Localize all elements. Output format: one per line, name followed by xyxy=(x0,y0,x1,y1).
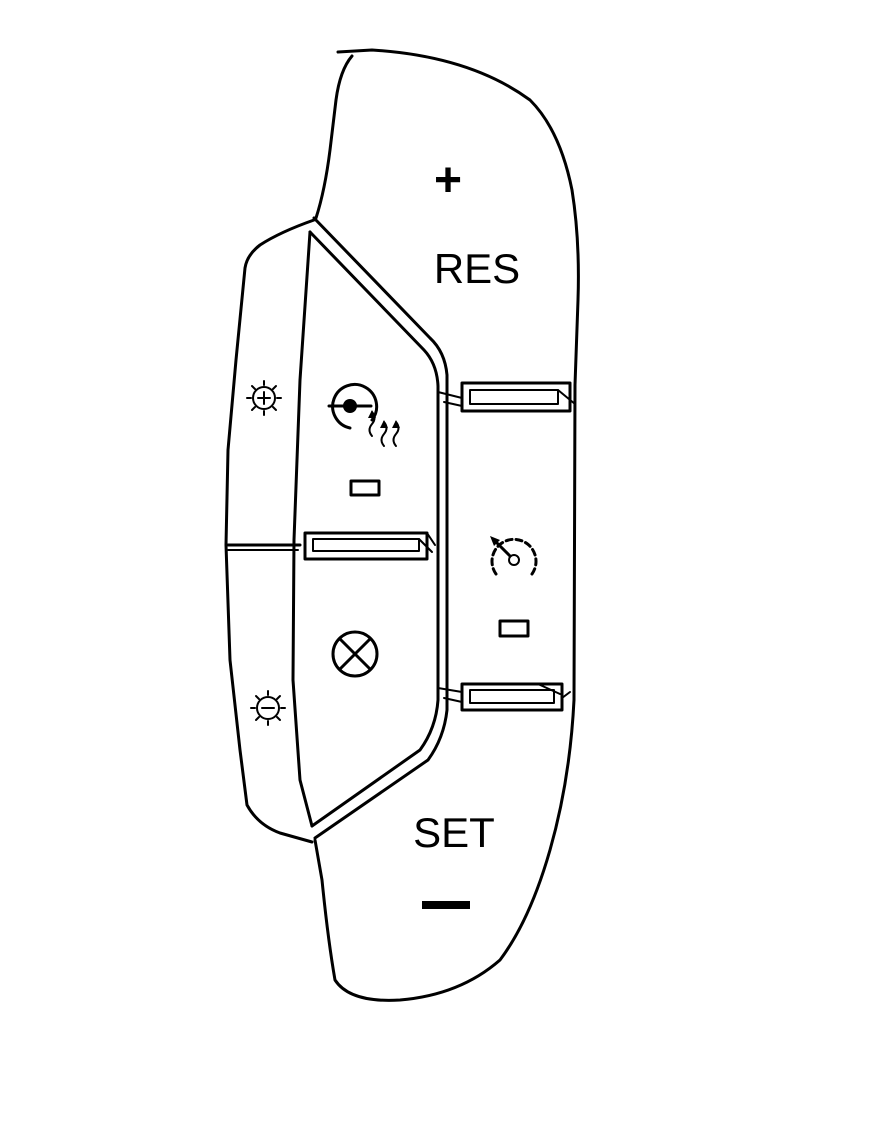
set-label: SET xyxy=(413,809,495,856)
center-slot xyxy=(303,531,436,561)
res-set-rocker[interactable] xyxy=(313,48,580,1002)
minus-label: — xyxy=(446,908,447,910)
cruise-speedometer-icon[interactable] xyxy=(490,536,538,576)
rocker-left-edge-top xyxy=(314,54,354,220)
brightness-minus-icon[interactable] xyxy=(250,690,286,726)
cancel-x-icon[interactable] xyxy=(331,630,379,678)
center-slot-frame xyxy=(303,531,429,561)
heated-indicator-light xyxy=(349,479,381,497)
brightness-rocker-outline xyxy=(224,218,316,844)
brightness-rocker[interactable] xyxy=(224,218,316,844)
lower-right-slot xyxy=(437,682,571,712)
center-switch-panel[interactable] xyxy=(291,216,449,840)
rocker-outline xyxy=(313,48,580,1002)
resume-label: RES xyxy=(434,245,520,292)
minus-mark xyxy=(422,901,470,909)
center-panel-left-edge xyxy=(291,230,314,828)
brightness-plus-icon[interactable] xyxy=(246,380,282,416)
upper-right-slot xyxy=(437,381,576,413)
center-panel-inner xyxy=(308,230,440,828)
heated-steering-wheel-icon[interactable] xyxy=(327,382,400,447)
cruise-indicator-light xyxy=(498,619,530,638)
upper-slot-frame xyxy=(460,381,572,413)
plus-label: + xyxy=(434,154,462,207)
center-panel-outer xyxy=(312,216,449,840)
